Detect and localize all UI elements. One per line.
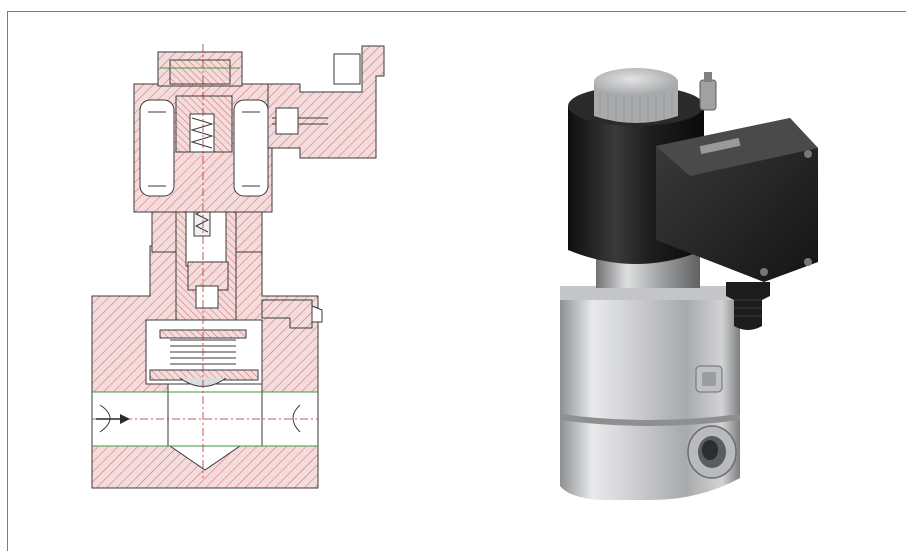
valve-cross-section bbox=[91, 44, 385, 489]
nameplate bbox=[699, 137, 741, 155]
flow-arrow-icon bbox=[96, 414, 130, 424]
coil-winding-right bbox=[233, 99, 269, 197]
coil-winding-left bbox=[139, 99, 175, 197]
valve-product-photo bbox=[560, 68, 818, 500]
figure-frame bbox=[7, 11, 906, 551]
ground-terminal-icon bbox=[699, 79, 717, 111]
connector-box-section bbox=[267, 45, 385, 159]
cable-gland bbox=[726, 282, 770, 330]
